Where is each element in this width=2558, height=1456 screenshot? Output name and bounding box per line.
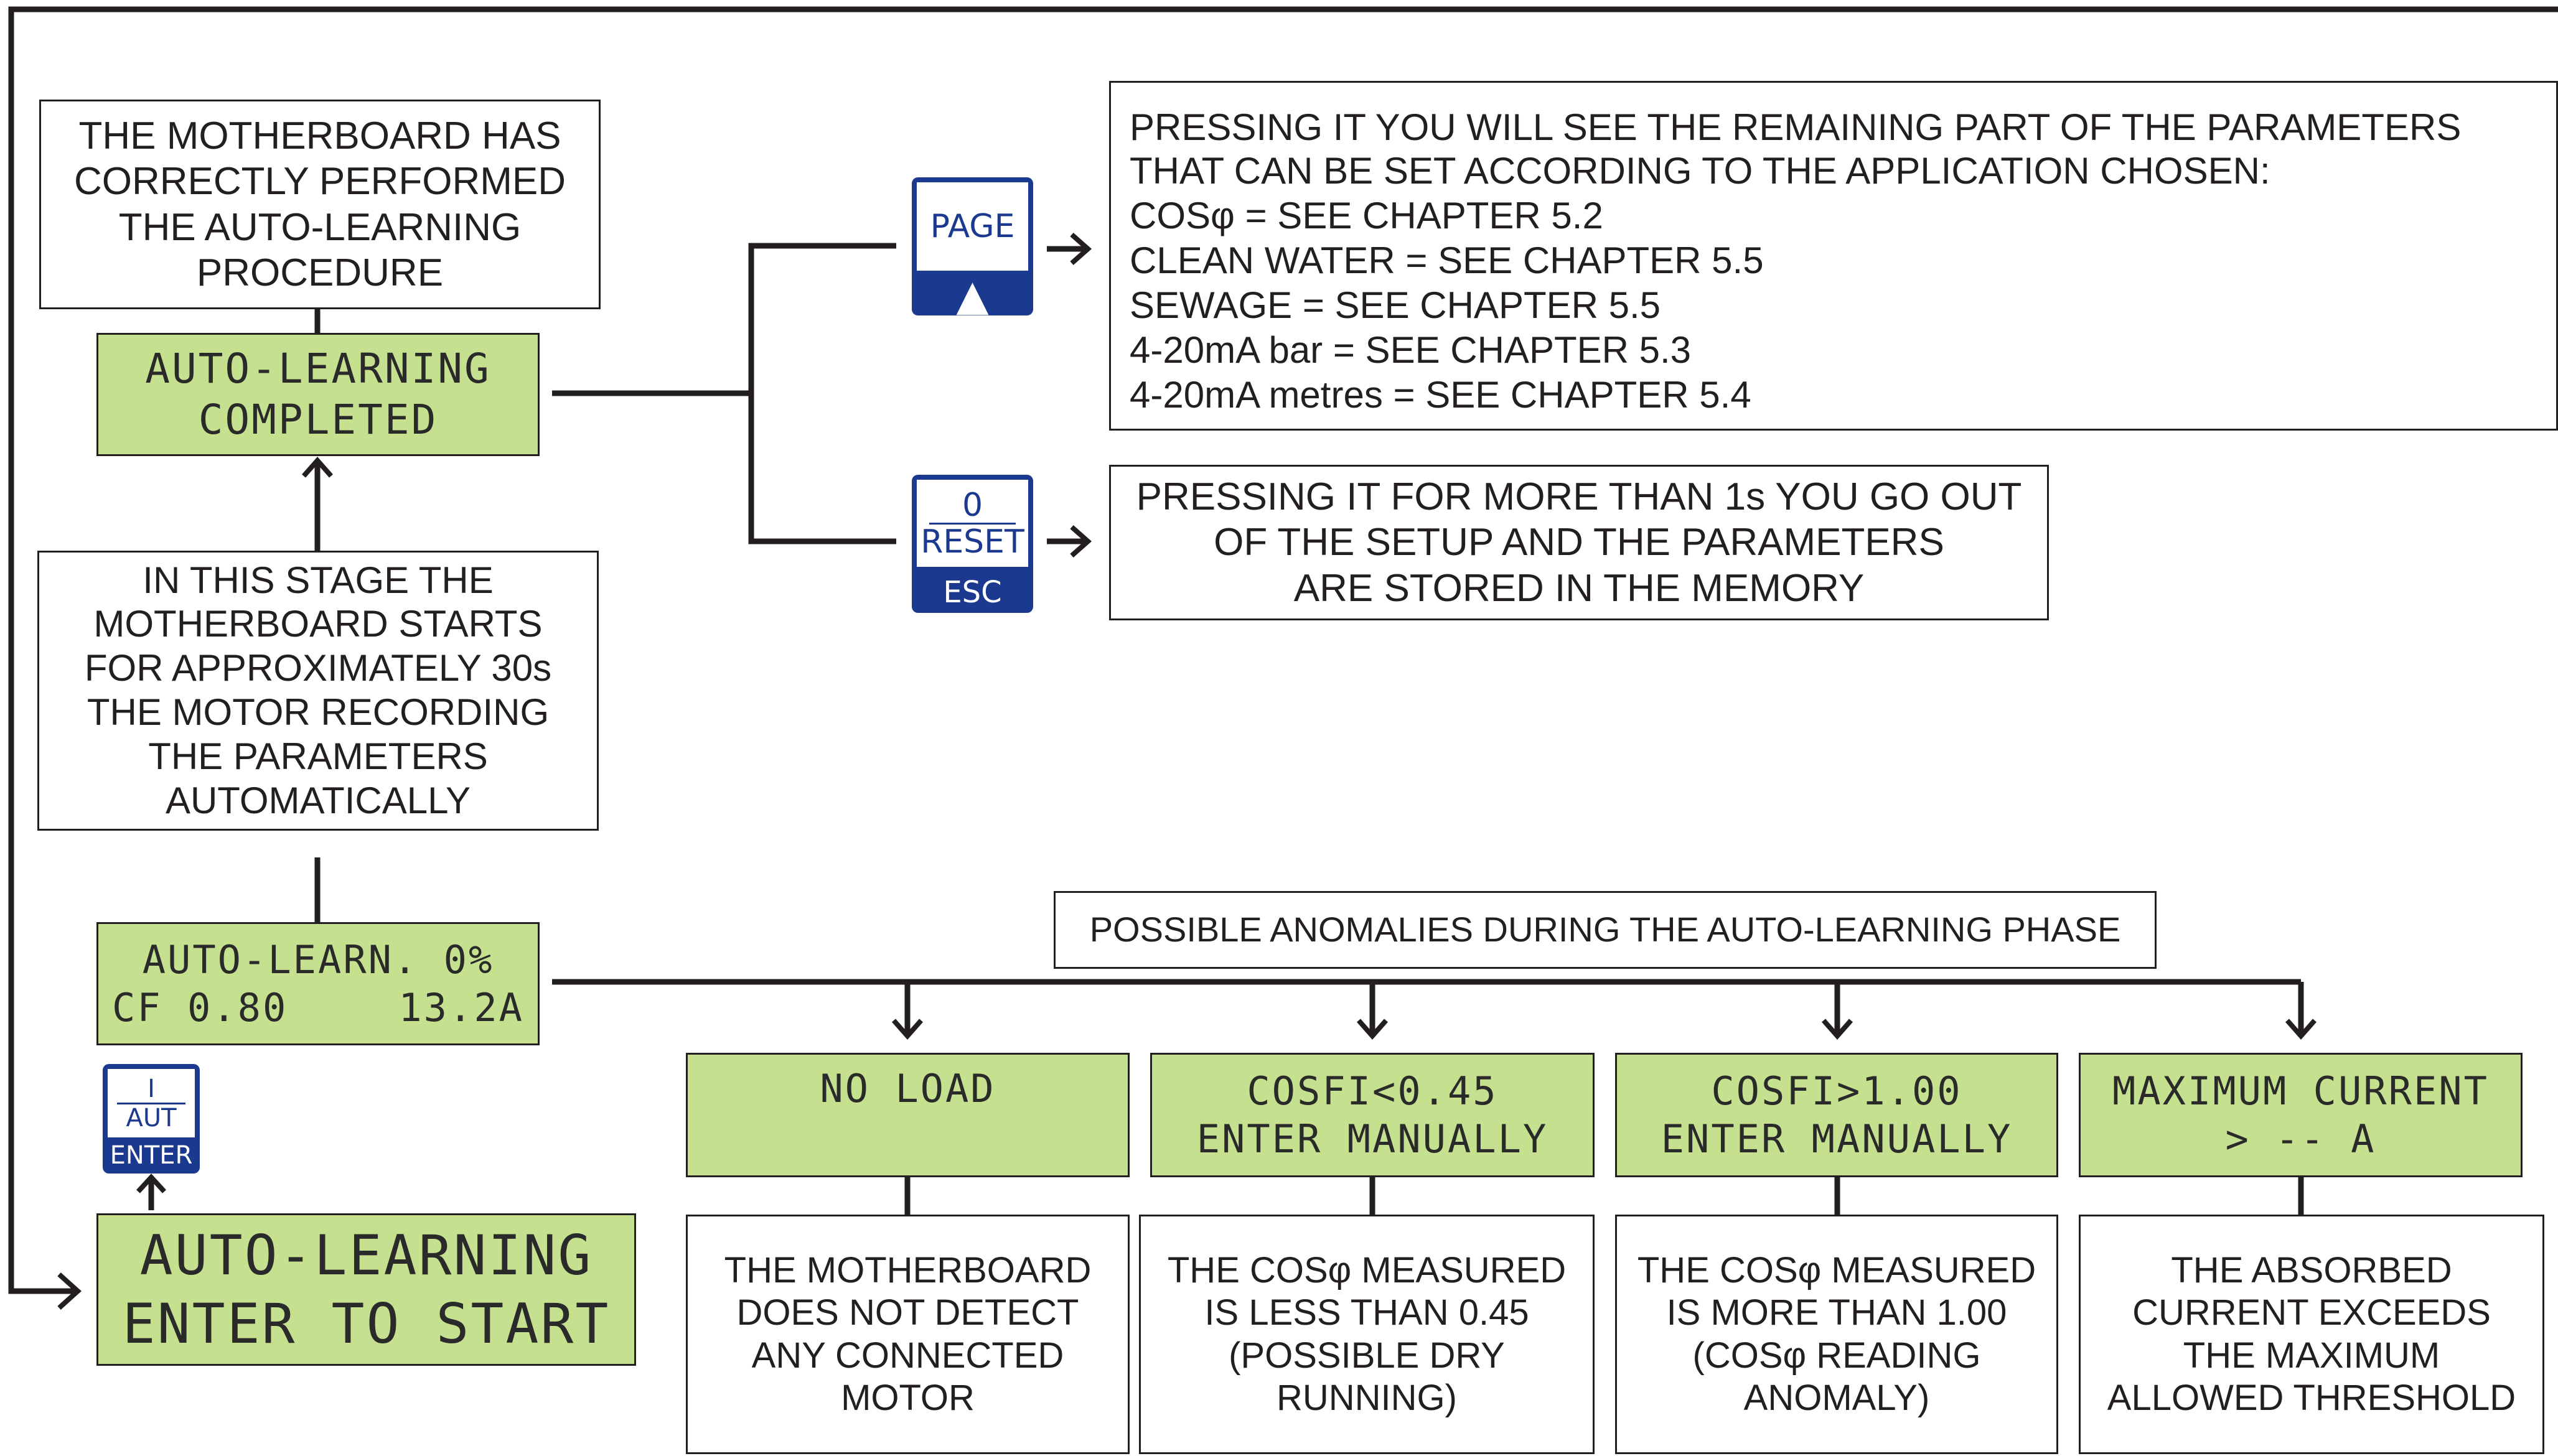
completion-note-line: THE MOTHERBOARD HAS bbox=[78, 114, 561, 158]
completion-note-line: THE AUTO-LEARNING bbox=[118, 205, 522, 249]
lcd-line: MAXIMUM CURRENT bbox=[2112, 1068, 2489, 1114]
stage-note: IN THIS STAGE THE MOTHERBOARD STARTS FOR… bbox=[37, 551, 599, 831]
anomalies-title-text: POSSIBLE ANOMALIES DURING THE AUTO-LEARN… bbox=[1089, 910, 2121, 950]
esc-note-line: OF THE SETUP AND THE PARAMETERS bbox=[1214, 521, 1944, 564]
enter-key-label: ENTER bbox=[110, 1141, 193, 1170]
desc-line: THE MAXIMUM bbox=[2183, 1335, 2440, 1376]
stage-note-line: THE PARAMETERS bbox=[148, 735, 488, 777]
desc-line: (POSSIBLE DRY bbox=[1229, 1335, 1505, 1376]
lcd-line: ENTER MANUALLY bbox=[1661, 1116, 2013, 1162]
desc-line: DOES NOT DETECT bbox=[736, 1292, 1079, 1333]
lcd-auto-learning-completed: AUTO-LEARNING COMPLETED bbox=[96, 333, 540, 456]
lcd-line: ENTER TO START bbox=[122, 1291, 611, 1356]
esc-note-line: ARE STORED IN THE MEMORY bbox=[1293, 566, 1865, 610]
page-note-line: PRESSING IT YOU WILL SEE THE REMAINING P… bbox=[1130, 106, 2462, 148]
page-note-line: THAT CAN BE SET ACCORDING TO THE APPLICA… bbox=[1130, 150, 2270, 192]
lcd-readings-row: CF 0.80 13.2A bbox=[98, 984, 538, 1032]
page-note-line: 4-20mA bar = SEE CHAPTER 5.3 bbox=[1130, 329, 1692, 371]
desc-line: IS LESS THAN 0.45 bbox=[1204, 1292, 1529, 1333]
desc-line: CURRENT EXCEEDS bbox=[2132, 1292, 2491, 1333]
anomaly-desc-cosfi-low: THE COSφ MEASURED IS LESS THAN 0.45 (POS… bbox=[1139, 1215, 1595, 1454]
completion-note-line: CORRECTLY PERFORMED bbox=[73, 160, 566, 203]
lcd-line: AUTO-LEARNING bbox=[145, 344, 491, 393]
esc-note-line: PRESSING IT FOR MORE THAN 1s YOU GO OUT bbox=[1136, 475, 2022, 519]
desc-line: ALLOWED THRESHOLD bbox=[2107, 1377, 2516, 1418]
lcd-anomaly-max-current: MAXIMUM CURRENT > -- A bbox=[2079, 1053, 2523, 1177]
esc-key-note: PRESSING IT FOR MORE THAN 1s YOU GO OUT … bbox=[1109, 465, 2049, 620]
enter-key-mid: AUT bbox=[126, 1103, 177, 1132]
esc-key[interactable]: 0 RESET ESC bbox=[912, 475, 1033, 613]
desc-line: RUNNING) bbox=[1277, 1377, 1457, 1418]
lcd-line: COSFI>1.00 bbox=[1711, 1068, 1962, 1114]
lcd-line: ENTER MANUALLY bbox=[1196, 1116, 1548, 1162]
lcd-anomaly-no-load: NO LOAD bbox=[686, 1053, 1130, 1177]
esc-key-top: 0 bbox=[962, 486, 983, 524]
desc-line: ANOMALY) bbox=[1743, 1377, 1930, 1418]
page-key[interactable]: PAGE ▲ bbox=[912, 177, 1033, 315]
lcd-progress-line: AUTO-LEARN. 0% bbox=[142, 936, 494, 982]
desc-line: THE COSφ MEASURED bbox=[1167, 1249, 1567, 1290]
lcd-line: AUTO-LEARNING bbox=[139, 1223, 593, 1287]
lcd-line: > -- A bbox=[2225, 1116, 2376, 1162]
anomaly-desc-no-load: THE MOTHERBOARD DOES NOT DETECT ANY CONN… bbox=[686, 1215, 1130, 1454]
desc-line: MOTOR bbox=[841, 1377, 975, 1418]
lcd-anomaly-cosfi-high: COSFI>1.00 ENTER MANUALLY bbox=[1615, 1053, 2058, 1177]
lcd-auto-learn-progress: AUTO-LEARN. 0% CF 0.80 13.2A bbox=[96, 922, 540, 1045]
page-note-line: SEWAGE = SEE CHAPTER 5.5 bbox=[1130, 284, 1661, 326]
anomaly-desc-cosfi-high: THE COSφ MEASURED IS MORE THAN 1.00 (COS… bbox=[1615, 1215, 2058, 1454]
desc-line: THE MOTHERBOARD bbox=[724, 1249, 1092, 1290]
stage-note-line: THE MOTOR RECORDING bbox=[87, 691, 550, 733]
completion-note-line: PROCEDURE bbox=[196, 251, 444, 294]
page-key-note: PRESSING IT YOU WILL SEE THE REMAINING P… bbox=[1109, 81, 2558, 431]
lcd-anomaly-cosfi-low: COSFI<0.45 ENTER MANUALLY bbox=[1150, 1053, 1595, 1177]
desc-line: IS MORE THAN 1.00 bbox=[1666, 1292, 2007, 1333]
stage-note-line: IN THIS STAGE THE bbox=[143, 559, 494, 601]
lcd-line: COMPLETED bbox=[198, 396, 438, 444]
desc-line: (COSφ READING bbox=[1692, 1335, 1981, 1376]
desc-line: ANY CONNECTED bbox=[751, 1335, 1064, 1376]
lcd-current-value: 13.2A bbox=[398, 985, 524, 1030]
desc-line: THE ABSORBED bbox=[2171, 1249, 2452, 1290]
enter-key-top: I bbox=[148, 1074, 155, 1103]
desc-line: THE COSφ MEASURED bbox=[1637, 1249, 2036, 1290]
esc-key-label: ESC bbox=[943, 575, 1002, 610]
page-note-line: CLEAN WATER = SEE CHAPTER 5.5 bbox=[1130, 240, 1764, 281]
stage-note-line: MOTHERBOARD STARTS bbox=[93, 603, 543, 645]
stage-note-line: FOR APPROXIMATELY 30s bbox=[84, 647, 552, 689]
page-key-label: PAGE bbox=[930, 208, 1015, 245]
anomalies-title: POSSIBLE ANOMALIES DURING THE AUTO-LEARN… bbox=[1054, 891, 2157, 969]
up-triangle-icon: ▲ bbox=[956, 271, 989, 316]
stage-note-line: AUTOMATICALLY bbox=[165, 779, 471, 821]
lcd-cf-value: CF 0.80 bbox=[112, 985, 288, 1030]
lcd-auto-learning-start: AUTO-LEARNING ENTER TO START bbox=[96, 1213, 636, 1366]
enter-key[interactable]: I AUT ENTER bbox=[103, 1064, 200, 1174]
page-note-line: COSφ = SEE CHAPTER 5.2 bbox=[1130, 195, 1603, 236]
return-loop-line bbox=[8, 6, 2558, 1294]
lcd-line: NO LOAD bbox=[820, 1066, 996, 1111]
anomaly-desc-max-current: THE ABSORBED CURRENT EXCEEDS THE MAXIMUM… bbox=[2079, 1215, 2544, 1454]
page-note-line: 4-20mA metres = SEE CHAPTER 5.4 bbox=[1130, 374, 1751, 416]
lcd-line bbox=[895, 1113, 920, 1162]
lcd-line: COSFI<0.45 bbox=[1247, 1068, 1498, 1114]
completion-note: THE MOTHERBOARD HAS CORRECTLY PERFORMED … bbox=[39, 100, 601, 309]
esc-key-mid: RESET bbox=[921, 523, 1024, 561]
